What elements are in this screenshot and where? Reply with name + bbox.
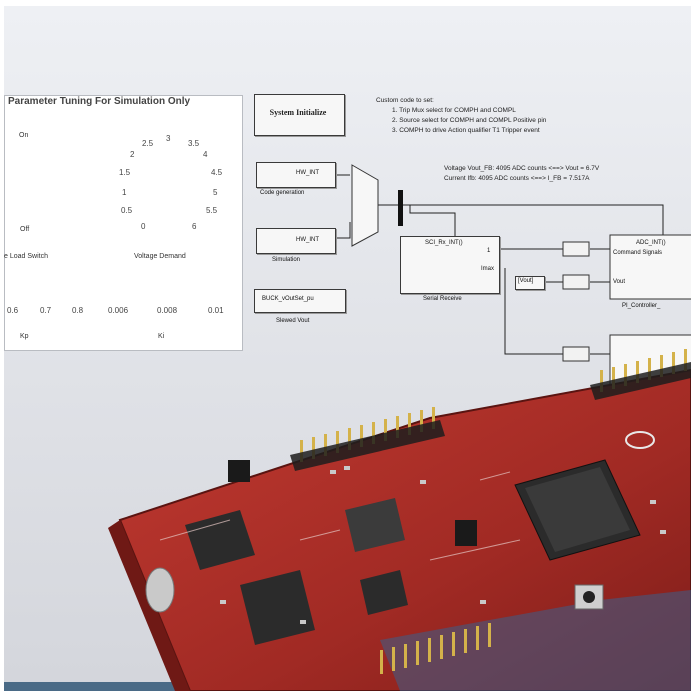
vout-tag-label: [Vout]: [518, 278, 534, 284]
hw-int-block-1: [256, 162, 336, 188]
vout-port-label: Vout: [613, 279, 626, 285]
buck-vout-block: [254, 289, 346, 313]
knob-tick: 4.5: [211, 168, 223, 177]
gain-blocks: [562, 241, 590, 362]
adc-block-box: [609, 234, 691, 300]
adc-int-label: ADC_INT(): [636, 240, 666, 246]
simulation-label: Simulation: [272, 257, 301, 263]
ki-label: Ki: [158, 333, 165, 340]
system-initialize-label: System Initialize: [269, 108, 327, 117]
knob-tick: 2.5: [142, 139, 154, 148]
code-generation-label: Code generation: [260, 190, 305, 196]
switch-on-label: On: [19, 132, 29, 139]
knob-tick: 3.5: [188, 139, 200, 148]
knob-tick: 1: [122, 188, 127, 197]
knob-tick: 3: [166, 134, 171, 143]
kp-tick: 0.6: [7, 306, 19, 315]
knob-tick: 6: [192, 222, 197, 231]
custom-code-line-2: 2. Source select for COMPH and COMPL Pos…: [392, 117, 547, 124]
ki-tick: 0.006: [108, 306, 129, 315]
knob-tick: 5: [213, 188, 218, 197]
sci-port-imax: Imax: [481, 266, 495, 272]
vout-goto-tag: [515, 276, 545, 290]
kp-label: Kp: [20, 333, 29, 340]
sci-rx-label: SCI_Rx_INT(): [425, 240, 463, 246]
custom-code-line-3: 3. COMPH to drive Action qualifier T1 Tr…: [392, 127, 540, 134]
knob-tick: 4: [203, 150, 208, 159]
sci-port-1: 1: [487, 248, 491, 254]
knob-tick: 0: [141, 222, 146, 231]
system-initialize-block: [254, 94, 345, 136]
parameter-panel: [4, 95, 243, 351]
ki-tick: 0.008: [157, 306, 178, 315]
ki-tick: 0.01: [208, 306, 224, 315]
knob-label: Voltage Demand: [134, 253, 186, 260]
serial-receive-label: Serial Receive: [423, 296, 462, 302]
command-signals-label: Command Signals: [613, 250, 663, 256]
knob-tick: 5.5: [206, 206, 218, 215]
panel-title: Parameter Tuning For Simulation Only: [8, 96, 191, 107]
custom-code-line-1: 1. Trip Mux select for COMPH and COMPL: [392, 107, 516, 114]
kp-tick: 0.8: [72, 306, 84, 315]
sci-rx-block: [400, 236, 500, 294]
hw-int-block-2: [256, 228, 336, 254]
buck-vout-label: BUCK_vOutSet_pu: [262, 296, 314, 302]
knob-tick: 1.5: [119, 168, 131, 177]
switch-block: [351, 164, 379, 247]
dev-board: [108, 349, 691, 691]
voltage-note: Voltage Vout_FB: 4095 ADC counts <==> Vo…: [444, 165, 600, 172]
switch-off-label: Off: [20, 226, 30, 233]
pi-controller-label: PI_Controller_: [622, 303, 661, 309]
current-note: Current Ifb: 4095 ADC counts <==> I_FB =…: [444, 175, 590, 182]
knob-tick: 0.5: [121, 206, 133, 215]
hw-int-label-2: HW_INT: [296, 237, 319, 243]
switch-label: e Load Switch: [4, 253, 48, 260]
slewed-vout-label: Slewed Vout: [276, 318, 310, 324]
kp-tick: 0.7: [40, 306, 52, 315]
hw-int-label-1: HW_INT: [296, 170, 319, 176]
custom-code-note: Custom code to set:: [376, 97, 434, 104]
bus-bar: [398, 190, 403, 226]
knob-tick: 2: [130, 150, 135, 159]
